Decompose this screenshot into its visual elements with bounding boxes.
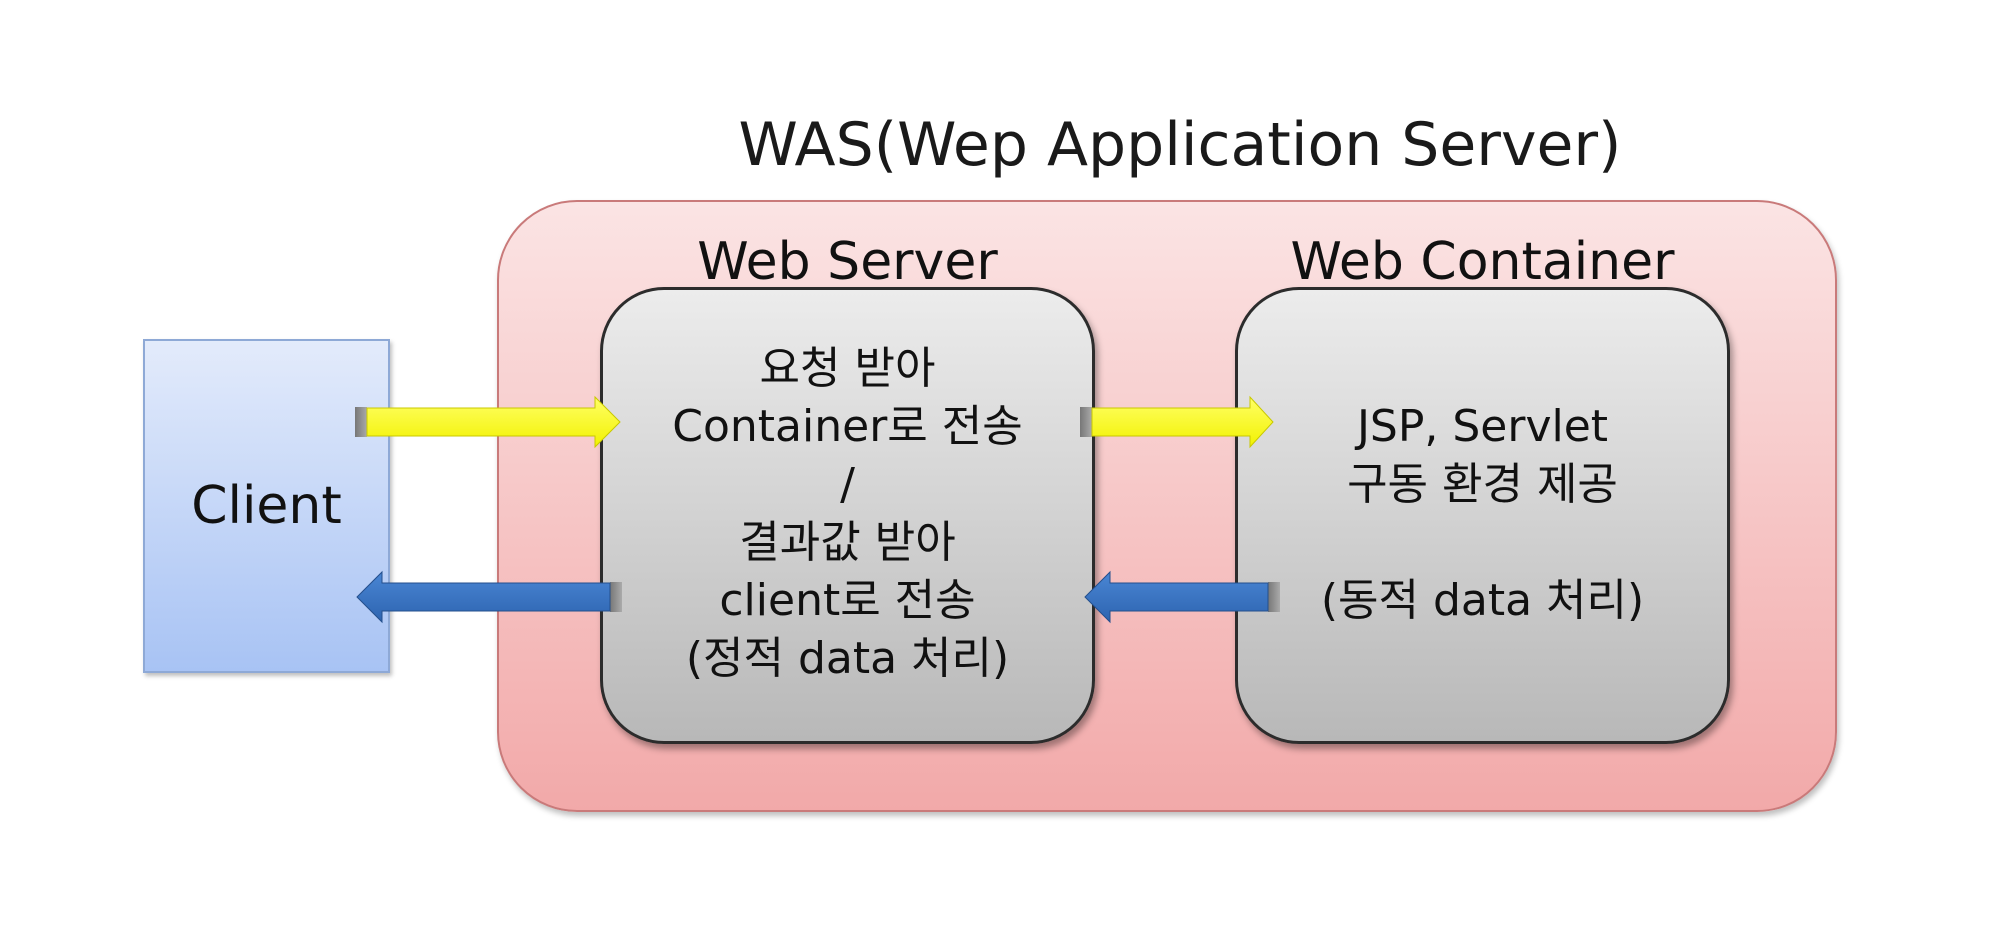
web-container-title: Web Container bbox=[1290, 232, 1675, 292]
web-container-description: JSP, Servlet 구동 환경 제공 (동적 data 처리) bbox=[1238, 398, 1727, 630]
client-box: Client bbox=[143, 339, 390, 673]
request-arrow-server-to-container bbox=[1080, 395, 1274, 449]
web-server-line-1: 요청 받아 bbox=[759, 343, 936, 394]
web-container-line-2: 구동 환경 제공 bbox=[1347, 459, 1618, 510]
response-arrow-server-to-client bbox=[356, 570, 622, 624]
web-server-line-4: 결과값 받아 bbox=[739, 517, 956, 568]
web-server-line-6: (정적 data 처리) bbox=[685, 633, 1010, 684]
client-label: Client bbox=[191, 476, 342, 536]
web-container-box: JSP, Servlet 구동 환경 제공 (동적 data 처리) bbox=[1235, 287, 1730, 744]
response-arrow-container-to-server bbox=[1084, 570, 1280, 624]
web-server-line-2: Container로 전송 bbox=[672, 401, 1023, 452]
web-server-line-3: / bbox=[840, 459, 855, 510]
request-arrow-client-to-server bbox=[355, 395, 621, 449]
web-container-line-3: (동적 data 처리) bbox=[1320, 575, 1645, 626]
web-server-title: Web Server bbox=[697, 232, 998, 292]
web-server-line-5: client로 전송 bbox=[719, 575, 976, 626]
diagram-title: WAS(Wep Application Server) bbox=[738, 110, 1622, 180]
web-server-box: 요청 받아 Container로 전송 / 결과값 받아 client로 전송 … bbox=[600, 287, 1095, 744]
web-server-description: 요청 받아 Container로 전송 / 결과값 받아 client로 전송 … bbox=[603, 340, 1092, 688]
web-container-line-1: JSP, Servlet bbox=[1356, 401, 1609, 452]
